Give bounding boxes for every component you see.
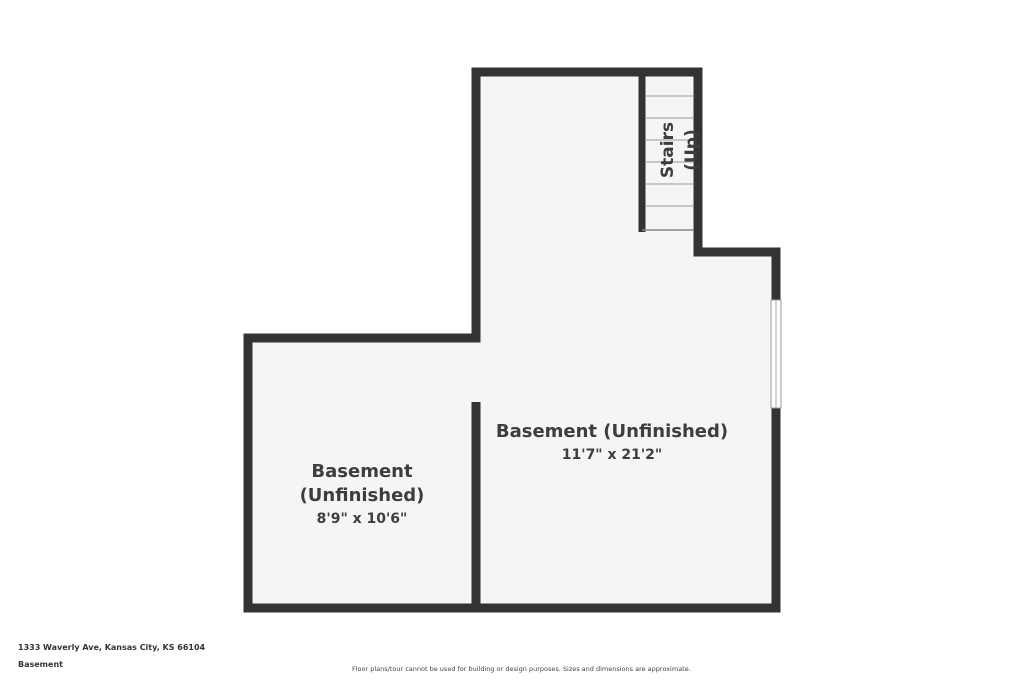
room-name-line2: (Unfinished) — [299, 485, 425, 506]
footer-disclaimer: Floor plans/tour cannot be used for buil… — [352, 665, 691, 673]
room-dimensions: 11'7" x 21'2" — [561, 447, 663, 463]
outer-wall — [243, 67, 781, 613]
room-name-line1: Basement — [311, 461, 413, 482]
stair-treads — [646, 95, 694, 207]
stairs-label: Stairs (Up) — [658, 121, 702, 179]
footer-address: 1333 Waverly Ave, Kansas City, KS 66104 — [18, 643, 206, 652]
room-name: Basement (Unfinished) — [495, 421, 729, 442]
room-dimensions: 8'9" x 10'6" — [316, 511, 408, 527]
room-label-main: Basement (Unfinished) 11'7" x 21'2" — [482, 420, 742, 466]
room-label-small: Basement (Unfinished) 8'9" x 10'6" — [262, 460, 462, 530]
footer-floor: Basement — [18, 660, 63, 669]
